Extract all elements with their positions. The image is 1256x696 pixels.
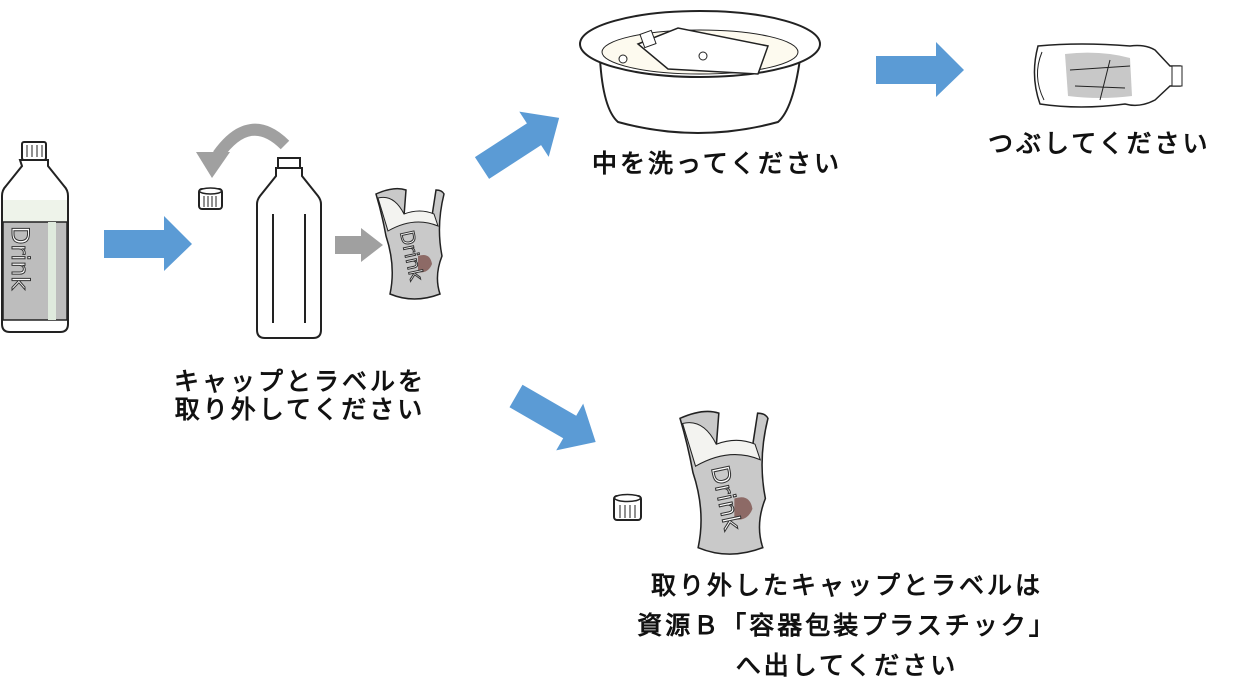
bottle-cap: [198, 187, 223, 210]
arrow-up-right-icon: [474, 111, 560, 179]
caption-line: 取り外してください: [174, 395, 426, 424]
bare-bottle: [256, 157, 322, 339]
arrow-down-right-icon: [509, 384, 596, 451]
curved-arrow-icon: [196, 123, 290, 178]
caption-line: 資源Ｂ「容器包装プラスチック」: [637, 611, 1057, 640]
caption-line: キャップとラベルを: [173, 367, 426, 396]
step-remove-caption: キャップとラベルを 取り外してください: [150, 368, 450, 424]
crushed-bottle: [1033, 43, 1183, 108]
caption-line: 取り外したキャップとラベルは: [650, 571, 1043, 600]
caption-line: へ出してください: [735, 651, 959, 680]
step-dispose-caption: 取り外したキャップとラベルは 資源Ｂ「容器包装プラスチック」 へ出してください: [597, 566, 1097, 686]
washing-bowl: [579, 10, 821, 134]
removed-label: Drink: [375, 187, 445, 300]
bottle-with-label: Drink: [1, 141, 69, 333]
step-crush-caption: つぶしてください: [988, 129, 1211, 158]
arrow-right-icon: [104, 216, 192, 271]
removed-label-large: Drink: [679, 410, 769, 555]
bottle-label-text: Drink: [6, 226, 34, 290]
arrow-right-icon: [876, 42, 964, 97]
arrow-right-gray-icon: [335, 228, 383, 262]
step-wash-caption: 中を洗ってください: [592, 149, 843, 178]
bottle-cap: [613, 493, 642, 521]
